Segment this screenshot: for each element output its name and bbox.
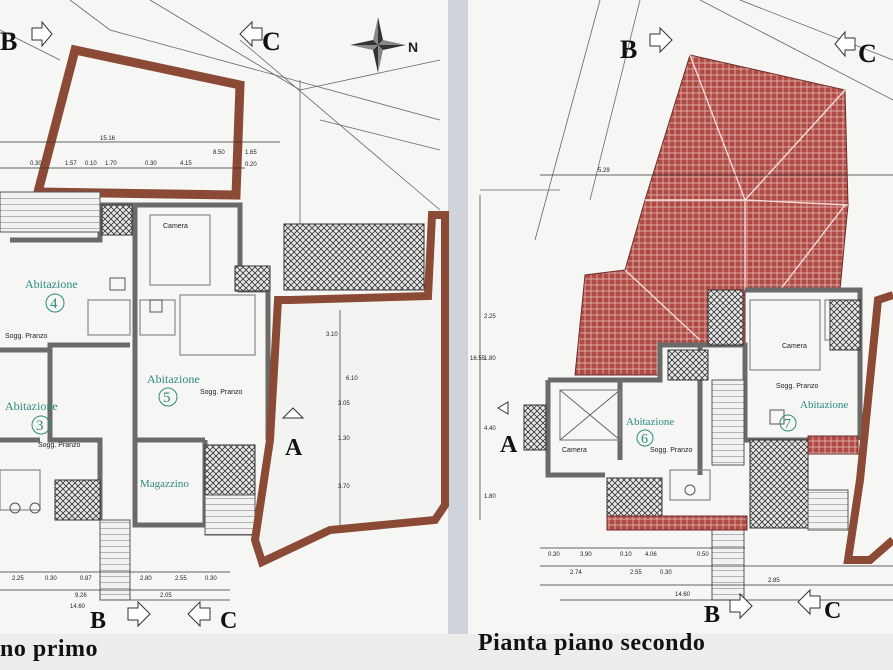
svg-text:3.05: 3.05 <box>338 401 350 407</box>
svg-text:2.55: 2.55 <box>630 570 642 576</box>
svg-text:0.30: 0.30 <box>145 161 157 167</box>
room-label-soggiorno-5: Sogg. Pranzo <box>200 389 243 396</box>
svg-text:1.30: 1.30 <box>338 436 350 442</box>
room-label-camera-6: Camera <box>562 447 587 454</box>
left-plan-title: no primo <box>0 636 99 662</box>
room-label-soggiorno-6: Sogg. Pranzo <box>650 447 693 454</box>
room-number-6: 6 <box>641 432 648 447</box>
svg-text:C: C <box>220 608 237 634</box>
compass-label: N <box>408 39 418 55</box>
room-number-5: 5 <box>163 390 171 406</box>
svg-text:B: B <box>704 602 720 628</box>
svg-text:0.87: 0.87 <box>80 576 92 582</box>
room-label-soggiorno-7: Sogg. Pranzo <box>776 383 819 390</box>
svg-text:14.60: 14.60 <box>675 592 691 598</box>
room-label-soggiorno-3: Sogg. Pranzo <box>38 442 81 449</box>
room-label-abitazione-6: Abitazione <box>626 416 674 428</box>
room-number-7: 7 <box>784 417 791 432</box>
svg-text:4.15: 4.15 <box>180 161 192 167</box>
svg-text:C: C <box>262 27 281 56</box>
svg-text:1.57: 1.57 <box>65 161 77 167</box>
svg-text:B: B <box>620 35 637 64</box>
svg-text:2.85: 2.85 <box>768 578 780 584</box>
section-marker-b-top-left: B <box>0 20 53 56</box>
svg-text:C: C <box>858 39 877 68</box>
section-marker-c-bottom-left: C <box>187 600 237 634</box>
room-label-soggiorno-4: Sogg. Pranzo <box>5 333 48 340</box>
right-plan-title: Pianta piano secondo <box>478 630 706 656</box>
room-number-4: 4 <box>50 296 58 312</box>
svg-text:0.10: 0.10 <box>85 161 97 167</box>
svg-text:3.70: 3.70 <box>338 484 350 490</box>
courtyard-wall <box>32 44 245 200</box>
svg-text:2.80: 2.80 <box>140 576 152 582</box>
room-label-abitazione-5: Abitazione <box>147 372 200 386</box>
room-label-magazzino: Magazzino <box>140 478 189 490</box>
section-marker-c-top-left: C <box>239 20 281 56</box>
svg-text:15.16: 15.16 <box>100 136 116 142</box>
room-label-camera-left: Camera <box>163 223 188 230</box>
svg-text:0.10: 0.10 <box>620 552 632 558</box>
svg-text:0.30: 0.30 <box>548 552 560 558</box>
caption-band <box>0 634 893 670</box>
svg-text:2.05: 2.05 <box>160 593 172 599</box>
left-plan <box>0 0 449 601</box>
svg-text:2.74: 2.74 <box>570 570 582 576</box>
svg-text:2.25: 2.25 <box>484 314 496 320</box>
garden-wall-left <box>250 211 449 568</box>
svg-text:3.90: 3.90 <box>580 552 592 558</box>
svg-text:5.29: 5.29 <box>598 168 610 174</box>
terrace-left <box>283 223 425 291</box>
section-marker-c-bottom-right: C <box>797 588 841 624</box>
svg-text:3.10: 3.10 <box>326 332 338 338</box>
svg-text:0.30: 0.30 <box>30 161 42 167</box>
svg-text:1.80: 1.80 <box>484 356 496 362</box>
svg-text:4.06: 4.06 <box>645 552 657 558</box>
svg-text:0.50: 0.50 <box>697 552 709 558</box>
svg-text:A: A <box>500 432 518 458</box>
dimension-labels-right: 5.29 2.25 1.80 16.55 4.40 1.80 0.30 3.90… <box>470 168 780 598</box>
svg-text:2.55: 2.55 <box>175 576 187 582</box>
section-marker-a-left: A <box>281 407 305 461</box>
room-label-abitazione-7: Abitazione <box>800 399 848 411</box>
svg-text:6.10: 6.10 <box>346 376 358 382</box>
svg-text:8.50: 8.50 <box>213 150 225 156</box>
svg-text:0.30: 0.30 <box>660 570 672 576</box>
svg-text:B: B <box>0 27 17 56</box>
section-marker-b-bottom-left: B <box>90 600 151 634</box>
section-marker-b-bottom-right: B <box>704 592 753 628</box>
svg-text:1.70: 1.70 <box>105 161 117 167</box>
room-number-3: 3 <box>36 418 44 434</box>
room-label-camera-7: Camera <box>782 343 807 350</box>
svg-text:16.55: 16.55 <box>470 356 486 362</box>
svg-text:14.60: 14.60 <box>70 604 86 610</box>
svg-text:2.25: 2.25 <box>12 576 24 582</box>
svg-text:0.20: 0.20 <box>245 162 257 168</box>
room-label-abitazione-4: Abitazione <box>25 277 78 291</box>
svg-text:1.65: 1.65 <box>245 150 257 156</box>
svg-text:A: A <box>285 435 303 461</box>
room-label-abitazione-3: Abitazione <box>5 399 58 413</box>
section-marker-b-top-right: B <box>620 26 673 64</box>
svg-text:4.40: 4.40 <box>484 426 496 432</box>
section-marker-a-right: A <box>497 401 518 458</box>
right-plan <box>479 0 893 601</box>
svg-text:9.26: 9.26 <box>75 593 87 599</box>
svg-text:0.30: 0.30 <box>45 576 57 582</box>
dimension-labels-left: 15.16 8.50 1.65 0.30 1.57 0.10 1.70 0.30… <box>12 136 358 610</box>
terrace-right <box>749 439 809 529</box>
compass-icon <box>350 17 406 73</box>
svg-text:0.30: 0.30 <box>205 576 217 582</box>
svg-text:C: C <box>824 598 841 624</box>
section-marker-c-top-right: C <box>834 30 877 68</box>
svg-text:B: B <box>90 608 106 634</box>
svg-text:1.80: 1.80 <box>484 494 496 500</box>
